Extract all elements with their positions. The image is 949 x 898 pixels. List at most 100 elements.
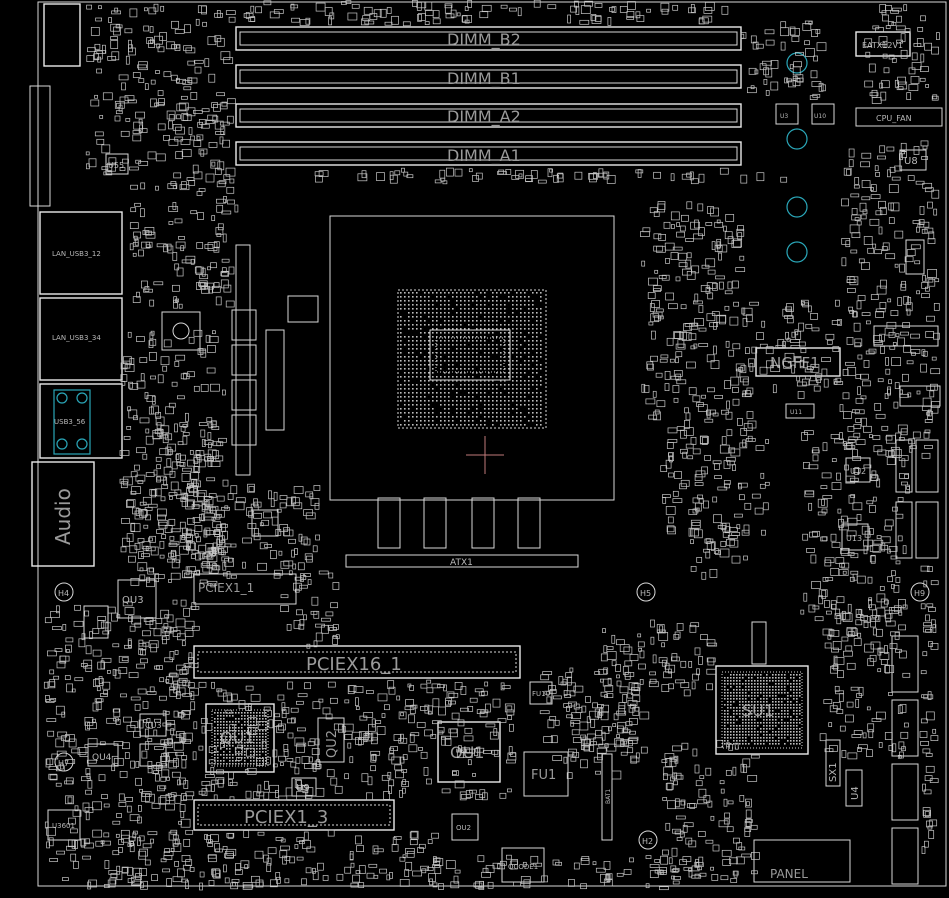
smd-pad (216, 769, 224, 775)
smd-pad (47, 681, 56, 689)
cpu-socket-pin (504, 400, 506, 402)
cpu-socket-pin (428, 336, 430, 338)
smd-pad (217, 223, 224, 231)
smd-pad (898, 599, 906, 608)
smd-pad (363, 6, 373, 15)
cpu-socket-pin (456, 372, 458, 374)
smd-pad (136, 663, 145, 669)
cpu-socket-pin (408, 372, 410, 374)
smd-pad (163, 135, 170, 141)
qu1-ball (265, 742, 267, 744)
cpu-socket-pin (528, 304, 530, 306)
smd-pad (92, 702, 99, 712)
chipset-ball (772, 692, 774, 694)
chipset-ball (745, 692, 747, 694)
cpu-socket-pin (476, 372, 478, 374)
cpu-socket-pin (524, 336, 526, 338)
cpu-socket-pin (428, 348, 430, 350)
cpu-socket-pin (460, 364, 462, 366)
smd-component-pads (43, 0, 941, 891)
cpu-socket-pin (412, 312, 414, 314)
smd-pad (887, 21, 894, 26)
chipset-ball (766, 680, 768, 682)
smd-pad (211, 547, 216, 556)
smd-pad (257, 562, 267, 571)
chipset-ball (793, 686, 795, 688)
cpu-socket-pin (476, 308, 478, 310)
cpu-socket-pin (464, 384, 466, 386)
cpu-socket-pin (520, 400, 522, 402)
smd-pad (394, 764, 403, 771)
chipset-ball (724, 743, 726, 745)
smd-pad (547, 168, 553, 178)
smd-pad (870, 184, 877, 192)
smd-pad (423, 767, 429, 776)
smd-pad (172, 599, 178, 605)
cpu-socket-pin (440, 308, 442, 310)
smd-pad (762, 502, 769, 511)
cpu-socket-pin (500, 360, 502, 362)
smd-pad (926, 820, 933, 828)
cpu-socket-pin (512, 420, 514, 422)
qu1-ball (253, 745, 255, 747)
cpu-socket-pin (460, 332, 462, 334)
smd-pad (277, 694, 285, 701)
smd-pad (103, 803, 110, 808)
chipset-ball (796, 731, 798, 733)
cpu-socket-pin (408, 336, 410, 338)
cpu-socket-pin (412, 372, 414, 374)
smd-pad (446, 167, 454, 177)
smd-pad (701, 571, 707, 580)
smd-pad (102, 840, 111, 846)
smd-pad (175, 354, 186, 361)
chipset-ball (799, 680, 801, 682)
smd-pad (127, 406, 131, 412)
smd-pad (189, 450, 194, 455)
smd-pad (70, 828, 78, 834)
cpu-socket-pin (440, 332, 442, 334)
cpu-socket-pin (456, 292, 458, 294)
cpu-socket-pin (468, 340, 470, 342)
chipset-ball (724, 737, 726, 739)
smd-pad (216, 92, 225, 97)
qu1-ball (244, 748, 246, 750)
cpu-socket-pin (416, 320, 418, 322)
smd-pad (735, 856, 745, 865)
cpu-socket-pin (476, 356, 478, 358)
smd-pad (721, 849, 732, 857)
qu1-ball (226, 727, 228, 729)
cpu-socket-pin (464, 372, 466, 374)
cpu-socket-pin (464, 336, 466, 338)
smd-pad (294, 844, 299, 849)
smd-pad (150, 546, 159, 556)
cpu-socket-pin (444, 328, 446, 330)
smd-pad (549, 168, 553, 173)
cpu-socket-pin (444, 336, 446, 338)
cpu-socket-pin (408, 356, 410, 358)
smd-pad (567, 751, 575, 756)
qu1-ball (256, 739, 258, 741)
smd-pad (810, 313, 818, 320)
smd-pad (164, 710, 170, 715)
smd-pad (314, 760, 321, 770)
smd-pad (719, 281, 724, 290)
cpu-socket-pin (536, 380, 538, 382)
smd-pad (922, 350, 928, 357)
qu1-ball (229, 742, 231, 744)
smd-pad (181, 535, 186, 541)
cpu-socket-pin (468, 296, 470, 298)
smd-pad (433, 858, 444, 866)
smd-pad (808, 20, 813, 25)
chipset-ball (742, 674, 744, 676)
cpu-socket-pin (532, 328, 534, 330)
smd-pad (275, 837, 284, 841)
smd-pad (690, 221, 700, 230)
smd-pad (296, 700, 304, 705)
chipset-ball (748, 674, 750, 676)
smd-pad (738, 846, 746, 851)
smd-pad (214, 530, 221, 535)
smd-pad (181, 113, 189, 121)
smd-pad (931, 401, 940, 408)
smd-pad (469, 789, 477, 794)
smd-pad (186, 107, 196, 117)
